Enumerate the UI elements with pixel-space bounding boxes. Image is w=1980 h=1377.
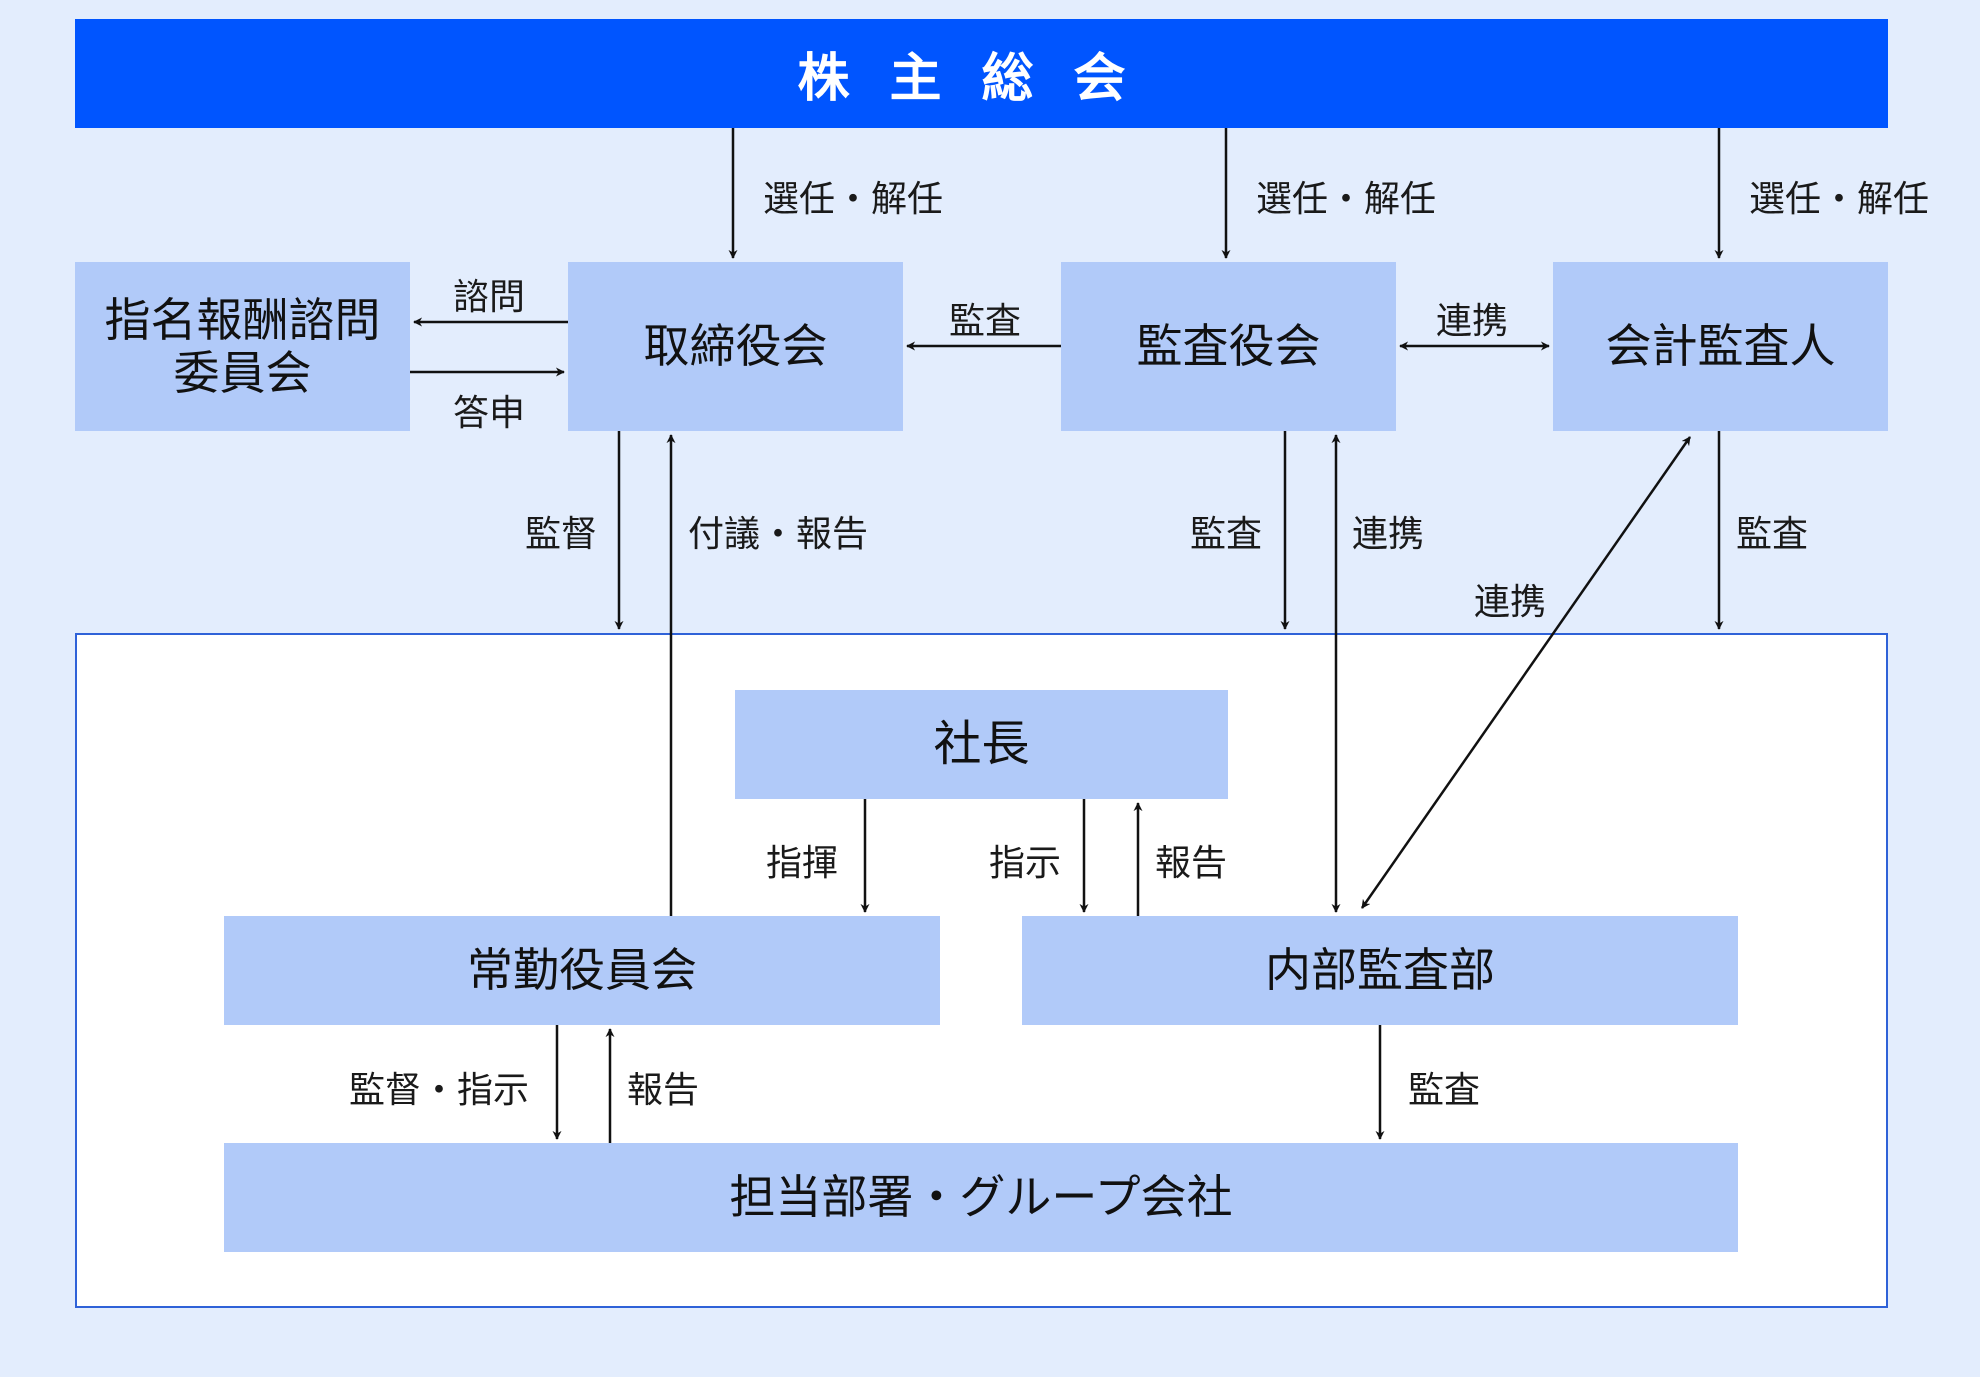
audit-board-to-board-label: 監査 — [949, 301, 1022, 342]
consult-label: 諮問 — [453, 277, 526, 318]
internal-audit-node: 内部監査部 — [1022, 916, 1738, 1025]
accounting-auditor-node: 会計監査人 — [1553, 262, 1888, 431]
report-president-label: 報告 — [1155, 843, 1228, 884]
supervise-instruct-label: 監督・指示 — [349, 1070, 530, 1111]
departments-node: 担当部署・グループ会社 — [224, 1143, 1738, 1252]
elect-label-1: 選任・解任 — [763, 179, 944, 220]
audit-link-label: 連携 — [1436, 301, 1509, 342]
audit-board-link-label: 連携 — [1352, 514, 1425, 555]
accounting-audit-label: 監査 — [1736, 514, 1809, 555]
supervise-label: 監督 — [525, 514, 598, 555]
report-exec-label: 報告 — [627, 1070, 700, 1111]
board-node: 取締役会 — [568, 262, 903, 431]
shareholders-meeting: 株主総会 — [75, 19, 1888, 128]
audit-board-audit-label: 監査 — [1190, 514, 1263, 555]
proposal-report-label: 付議・報告 — [688, 514, 869, 555]
internal-audit-label: 監査 — [1408, 1070, 1481, 1111]
audit-board-node: 監査役会 — [1061, 262, 1396, 431]
executive-committee-node: 常勤役員会 — [224, 916, 940, 1025]
accounting-link-label: 連携 — [1474, 582, 1547, 623]
president-node: 社長 — [735, 690, 1228, 799]
instruct-label: 指示 — [989, 843, 1062, 884]
report-back-label: 答申 — [453, 393, 526, 434]
elect-label-3: 選任・解任 — [1749, 179, 1930, 220]
nomination-committee-node: 指名報酬諮問 委員会 — [75, 262, 410, 431]
elect-label-2: 選任・解任 — [1256, 179, 1437, 220]
command-label: 指揮 — [766, 843, 839, 884]
